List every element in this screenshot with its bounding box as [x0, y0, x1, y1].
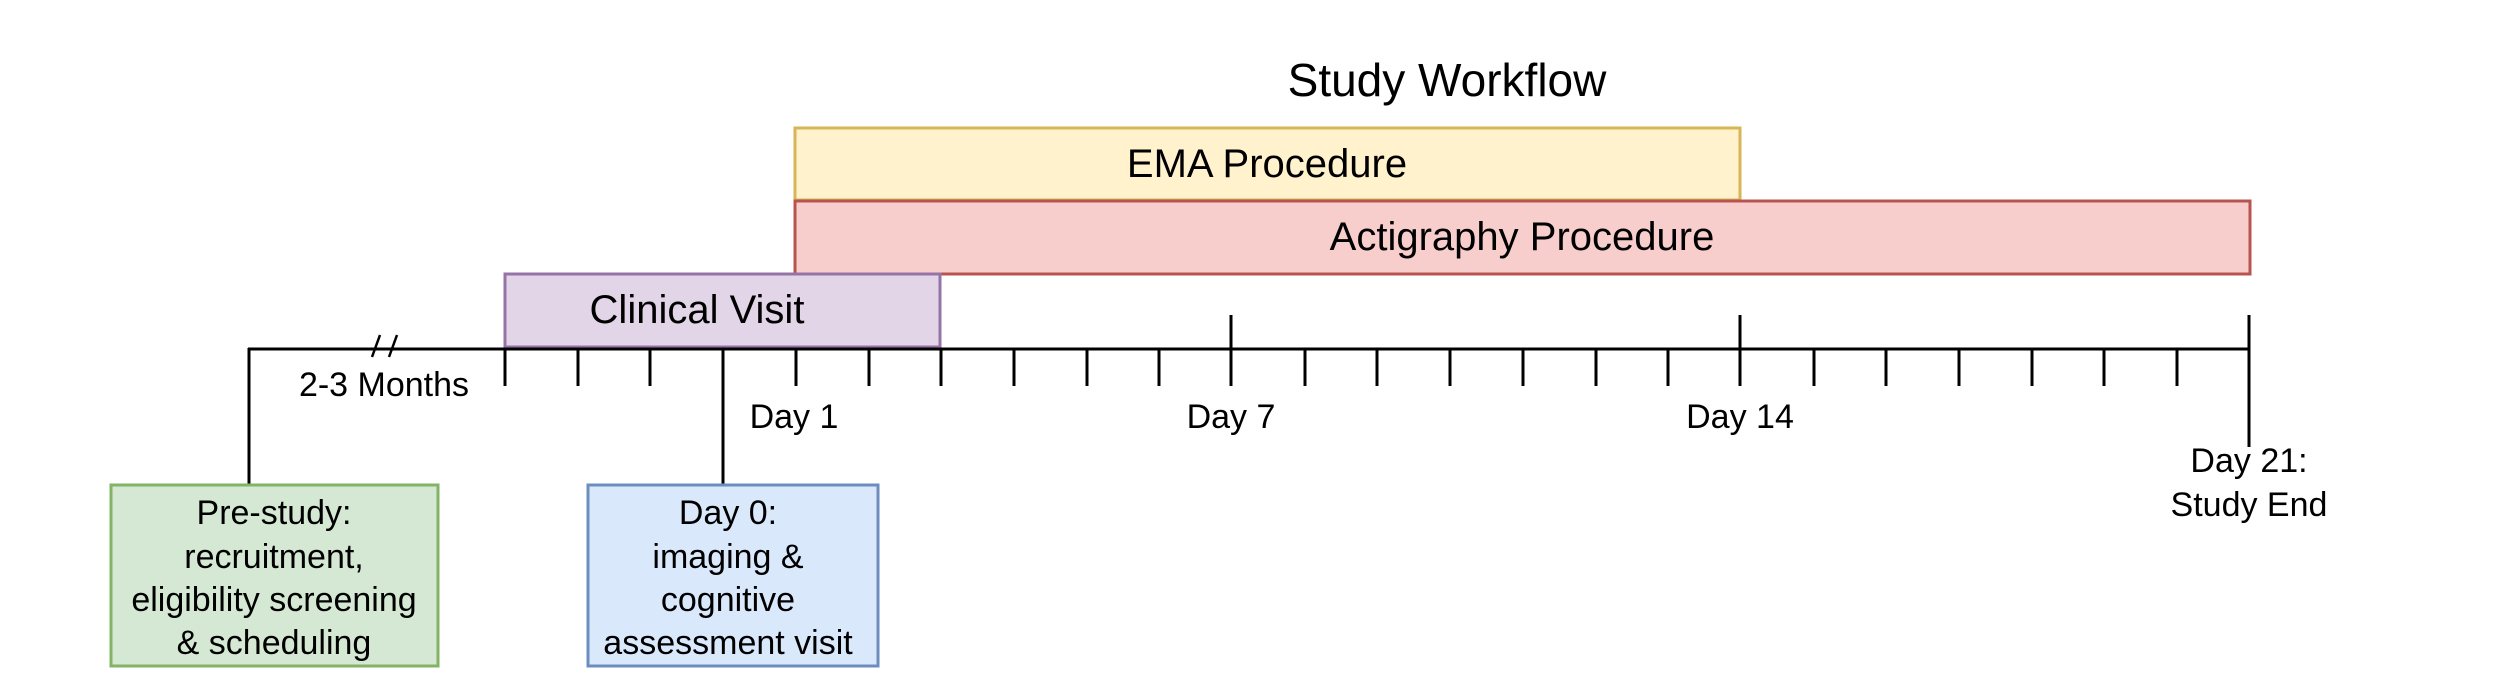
actigraphy-procedure-label: Actigraphy Procedure	[1330, 215, 1715, 259]
ema-procedure-bar: EMA Procedure	[793, 126, 1742, 202]
day0-line-4: assessment visit	[603, 624, 853, 662]
prestudy-line-1: Pre-study:	[197, 494, 352, 532]
actigraphy-procedure-bar: Actigraphy Procedure	[793, 199, 2252, 276]
prestudy-line-4: & scheduling	[177, 624, 372, 662]
prestudy-box: Pre-study: recruitment, eligibility scre…	[109, 483, 440, 668]
day7-label: Day 7	[1187, 398, 1276, 436]
diagram-title: Study Workflow	[1288, 54, 1607, 106]
day0-line-2: imaging &	[652, 538, 804, 576]
timeline-minor-ticks	[503, 349, 2179, 386]
day21-label-line1: Day 21:	[2190, 442, 2307, 480]
ema-procedure-label: EMA Procedure	[1127, 142, 1407, 186]
day0-line-3: cognitive	[661, 581, 795, 619]
day0-box: Day 0: imaging & cognitive assessment vi…	[586, 483, 880, 668]
clinical-visit-bar: Clinical Visit	[503, 272, 942, 349]
time-break-marks	[370, 334, 399, 358]
day14-label: Day 14	[1686, 398, 1794, 436]
prestudy-line-3: eligibility screening	[131, 581, 416, 619]
prestudy-line-2: recruitment,	[184, 538, 364, 576]
clinical-visit-label: Clinical Visit	[590, 288, 805, 332]
gap-duration-label: 2-3 Months	[299, 366, 469, 404]
day1-label: Day 1	[750, 398, 839, 436]
timeline-axis	[247, 315, 2251, 484]
day0-line-1: Day 0:	[679, 494, 777, 532]
day21-label-line2: Study End	[2171, 486, 2328, 524]
